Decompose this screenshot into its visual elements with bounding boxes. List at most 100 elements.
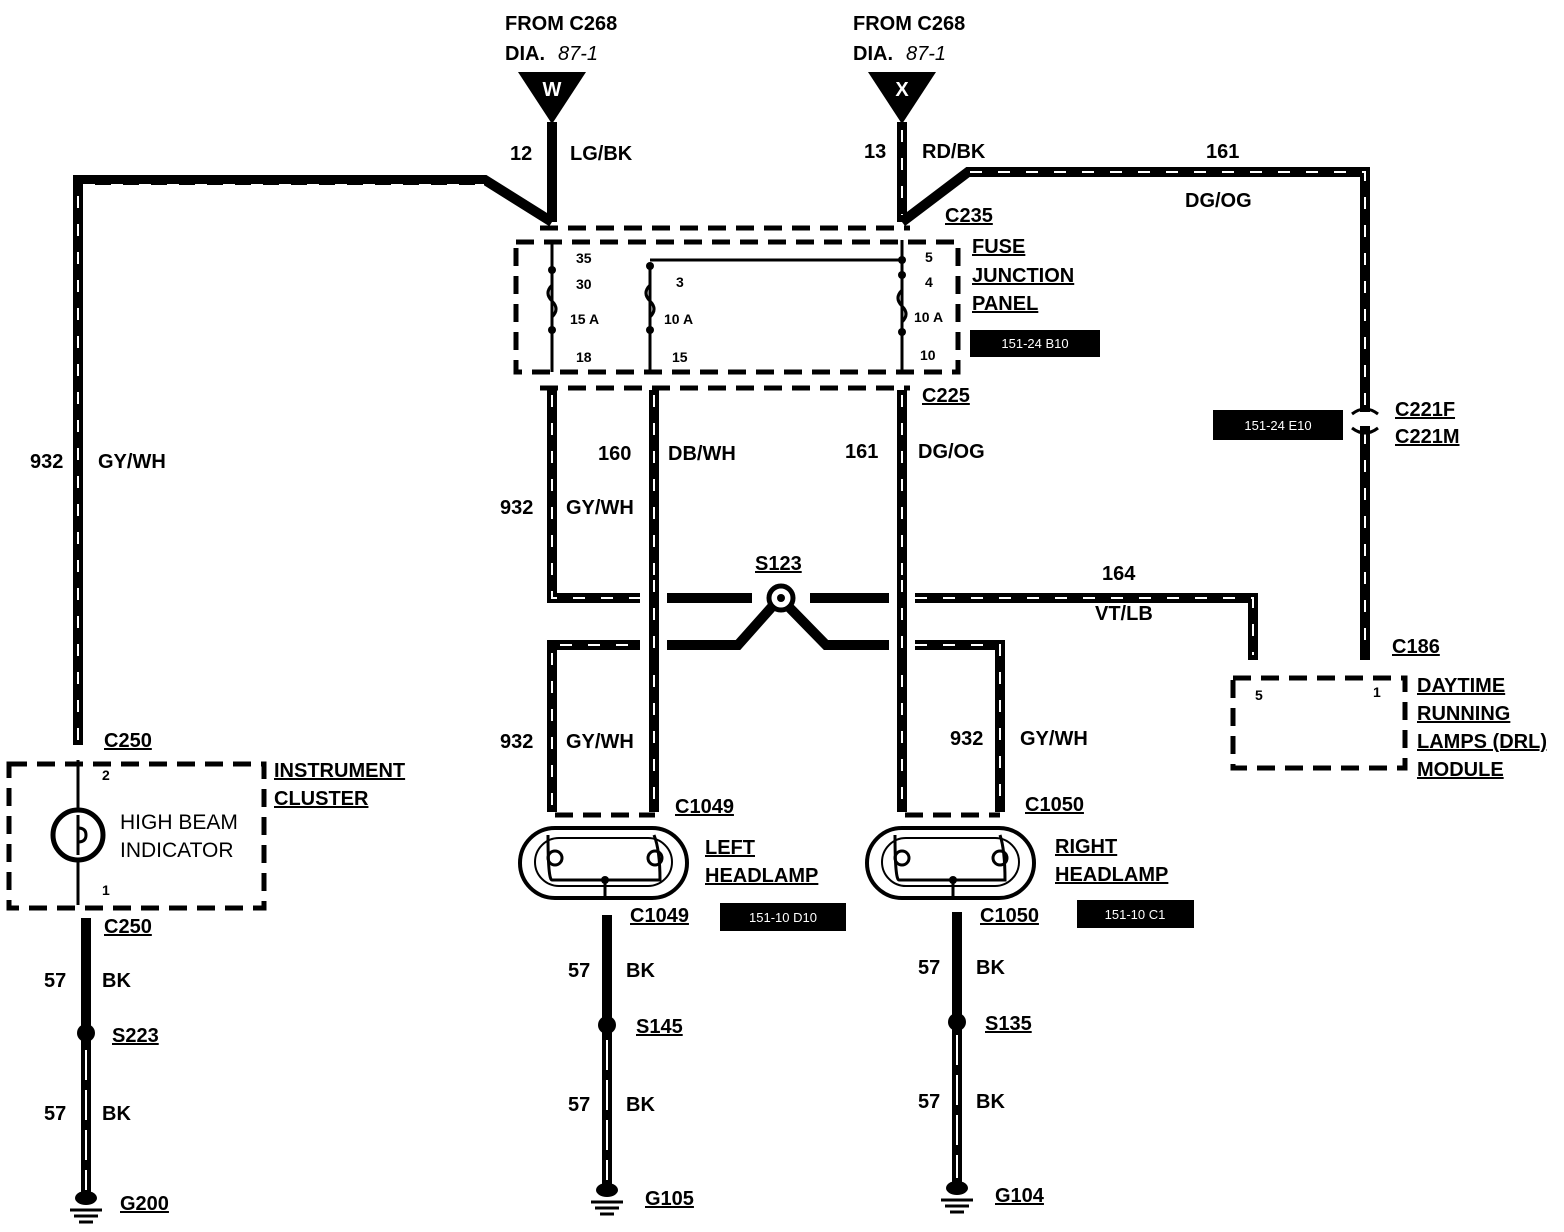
splice-s135 xyxy=(948,1013,966,1031)
fuse-3 xyxy=(896,240,908,372)
source-x-page: 87-1 xyxy=(906,43,946,65)
left-lamp-title-2: HEADLAMP xyxy=(705,865,818,887)
ground-right-w57b: 57 xyxy=(918,1091,940,1113)
cluster-pin-top: 2 xyxy=(102,767,110,783)
right-lamp-title-1: RIGHT xyxy=(1055,836,1117,858)
wire-13-num: 13 xyxy=(864,141,886,163)
wire-164-num: 164 xyxy=(1102,563,1136,585)
connector-c235: C235 xyxy=(945,205,993,227)
ground-symbol-g104 xyxy=(941,1181,973,1214)
drl-title-1: DAYTIME xyxy=(1417,675,1505,697)
cluster-pin-bot: 1 xyxy=(102,882,110,898)
ref-box-right-lamp xyxy=(1077,900,1194,928)
fuse2-pin-top: 3 xyxy=(676,274,684,290)
connector-c1050-bot: C1050 xyxy=(980,905,1039,927)
ground-left-bkb: BK xyxy=(102,1103,131,1125)
source-x-dia: DIA. xyxy=(853,43,893,65)
wire-161-mid-num: 161 xyxy=(845,441,878,463)
wire-932-ll-num: 932 xyxy=(500,731,533,753)
fuse2-rating: 10 A xyxy=(664,311,693,327)
wire-932-mid-color: GY/WH xyxy=(566,497,634,519)
connector-c186: C186 xyxy=(1392,636,1440,658)
connector-c1050-top: C1050 xyxy=(1025,794,1084,816)
ground-symbol-g105 xyxy=(591,1183,623,1216)
ref-box-fuse xyxy=(970,330,1100,357)
fuse-panel-title-2: JUNCTION xyxy=(972,265,1074,287)
drl-pin-left: 5 xyxy=(1255,687,1263,703)
wire-932-ll-color: GY/WH xyxy=(566,731,634,753)
c221-connector xyxy=(1351,407,1379,435)
fuse3-rating: 10 A xyxy=(914,309,943,325)
ground-left-bka: BK xyxy=(102,970,131,992)
wire-932-mid xyxy=(547,390,752,603)
wire-932-left-num: 932 xyxy=(30,451,63,473)
ground-right-bka: BK xyxy=(976,957,1005,979)
source-w-dia: DIA. xyxy=(505,43,545,65)
drl-title-4: MODULE xyxy=(1417,759,1504,781)
source-x-from: FROM C268 xyxy=(853,13,965,35)
ref-box-left-lamp xyxy=(720,903,846,931)
ground-mid-w57a: 57 xyxy=(568,960,590,982)
source-x-letter: X xyxy=(895,79,909,101)
source-w-page: 87-1 xyxy=(558,43,598,65)
fuse2-pin-bot: 15 xyxy=(672,349,688,365)
drl-title-2: RUNNING xyxy=(1417,703,1510,725)
drl-title-3: LAMPS (DRL) xyxy=(1417,731,1547,753)
wire-161-mid-color: DG/OG xyxy=(918,441,985,463)
ground-left-w57b: 57 xyxy=(44,1103,66,1125)
drl-module-box xyxy=(1230,675,1408,771)
cluster-title-2: CLUSTER xyxy=(274,788,369,810)
ref-box-c221 xyxy=(1213,410,1343,440)
connector-c1049-top: C1049 xyxy=(675,796,734,818)
wire-932-rl-color: GY/WH xyxy=(1020,728,1088,750)
fuse-2 xyxy=(644,258,902,372)
source-w-triangle xyxy=(518,72,586,124)
connector-c221m: C221M xyxy=(1395,426,1459,448)
ground-left-splice: S223 xyxy=(112,1025,159,1047)
splice-s123-label: S123 xyxy=(755,553,802,575)
fuse-1 xyxy=(546,240,558,372)
wire-164 xyxy=(810,593,1258,660)
source-w-from: FROM C268 xyxy=(505,13,617,35)
wire-164-color: VT/LB xyxy=(1095,603,1153,625)
fuse1-pin-mid: 30 xyxy=(576,276,592,292)
ref-c221: 151-24 E10 xyxy=(1244,418,1311,433)
ground-right-w57a: 57 xyxy=(918,957,940,979)
cluster-indicator-2: INDICATOR xyxy=(120,839,234,862)
connector-c250-bot: C250 xyxy=(104,916,152,938)
fuse-panel-title-1: FUSE xyxy=(972,236,1025,258)
ground-mid-bka: BK xyxy=(626,960,655,982)
fuse3-pin-mid: 4 xyxy=(925,274,933,290)
wire-161-top-num: 161 xyxy=(1206,141,1239,163)
wire-932-left-color: GY/WH xyxy=(98,451,166,473)
wire-161-top-color: DG/OG xyxy=(1185,190,1252,212)
ground-left-w57a: 57 xyxy=(44,970,66,992)
connector-c225: C225 xyxy=(922,385,970,407)
right-lamp-ref: 151-10 C1 xyxy=(1105,907,1166,922)
fuse1-rating: 15 A xyxy=(570,311,599,327)
fuse3-pin-bot: 10 xyxy=(920,347,936,363)
left-headlamp-symbol xyxy=(518,826,689,900)
fuse-panel-title-3: PANEL xyxy=(972,293,1038,315)
ground-mid-w57b: 57 xyxy=(568,1094,590,1116)
source-x-triangle xyxy=(868,72,936,124)
cluster-indicator-1: HIGH BEAM xyxy=(120,811,238,834)
ground-left-g: G200 xyxy=(120,1193,169,1215)
splice-s223 xyxy=(77,1024,95,1042)
high-beam-indicator xyxy=(50,760,106,905)
right-lamp-title-2: HEADLAMP xyxy=(1055,864,1168,886)
wire-161-top xyxy=(898,167,1370,660)
ground-right-g: G104 xyxy=(995,1185,1045,1207)
wire-932-rl-num: 932 xyxy=(950,728,983,750)
connector-c221f: C221F xyxy=(1395,399,1455,421)
fuse-panel-ref: 151-24 B10 xyxy=(1001,336,1068,351)
right-headlamp-symbol xyxy=(865,826,1036,900)
instrument-cluster-box xyxy=(6,761,267,911)
connector-c250-top: C250 xyxy=(104,730,152,752)
drl-pin-right: 1 xyxy=(1373,684,1381,700)
wire-12-color: LG/BK xyxy=(570,143,633,165)
ground-mid-splice: S145 xyxy=(636,1016,683,1038)
ground-right-splice: S135 xyxy=(985,1013,1032,1035)
